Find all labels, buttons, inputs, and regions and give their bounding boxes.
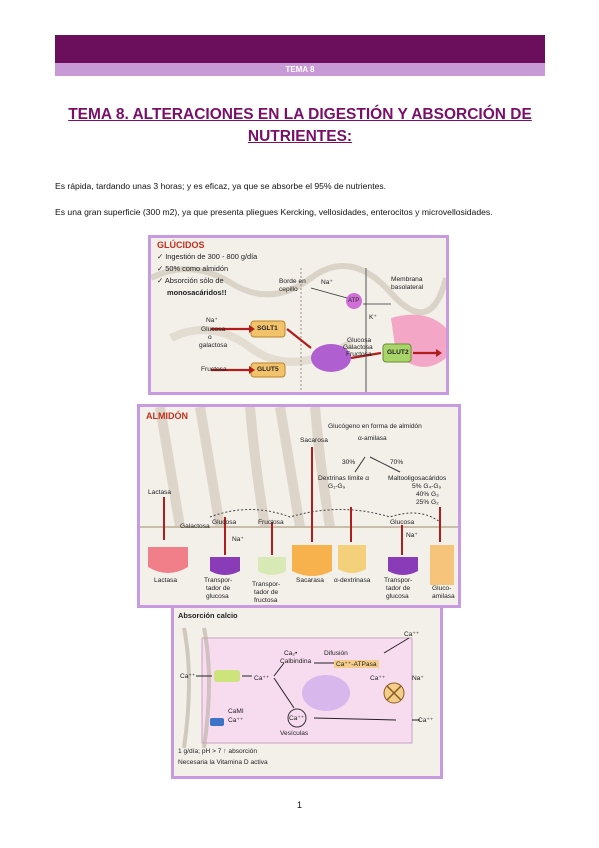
label-transp-glucosa-3b: tador de [386,585,411,592]
label-calbindina-1: Ca₂• [284,650,298,657]
title-line-2: NUTRIENTES: [247,128,353,145]
label-calmi-1: CaMI [228,708,244,715]
figure-glucidos: GLÚCIDOS ✓ Ingestión de 300 - 800 g/día … [148,235,449,395]
label-ca-in: Ca⁺⁺ [180,673,196,680]
label-transp-glucosa-1c: glucosa [206,593,229,600]
figure-almidon: ALMIDÓN Glucógeno en forma de almidón α-… [137,404,461,608]
label-basolateral: basolateral [391,284,424,291]
label-gluco-1: Gluco- [432,585,452,592]
label-na-left: Na⁺ [206,317,218,324]
label-ca-top: Ca⁺⁺ [404,631,420,638]
label-malto-3: 25% G₂ [416,499,439,506]
label-atpasa: Ca⁺⁺-ATPasa [334,660,379,668]
figure-calcio-illustration [182,627,420,749]
label-fructosa-left: Fructosa [201,366,227,373]
label-sglt1: SGLT1 [257,325,278,332]
label-alfa-dextrinasa: α-dextrinasa [334,577,371,584]
label-transp-glucosa-3c: glucosa [386,593,409,600]
bullet-almidon: ✓ 50% como almidón [157,264,229,273]
label-glut2: GLUT2 [387,349,409,356]
bullet-almidon-text: 50% como almidón [165,264,229,273]
label-glut5: GLUT5 [257,366,279,373]
bullet-absorcion: ✓ Absorción sólo de [157,276,224,285]
footnote-1: 1 g/día; pH > 7 ↑ absorción [178,748,257,755]
label-cepillo: cepillo [279,286,298,293]
label-transp-glucosa-1a: Transpor- [204,577,233,584]
label-calmi-2: Ca⁺⁺ [228,717,244,724]
page-number: 1 [296,800,302,810]
label-transp-fructosa-a: Transpor- [252,581,281,588]
label-transp-glucosa-1b: tador de [206,585,231,592]
paragraph-2: Es una gran superficie (300 m2), ya que … [55,207,493,217]
label-oval-fructosa: Fructosa [346,351,372,358]
label-vesiculas: Vesículas [280,730,309,737]
label-fructosa: Fructosa [258,519,284,526]
label-na-2: Na⁺ [406,532,418,539]
label-ca-ves: Ca⁺⁺ [289,715,305,722]
label-lactasa: Lactasa [154,577,178,584]
label-na-top: Na⁺ [321,279,333,286]
label-transp-fructosa-b: tador de [254,589,279,596]
label-dextrinas-sub: G₁-G₉ [328,483,346,490]
label-membrana: Membrana [391,276,423,283]
label-malto: Maltooligosacáridos [388,475,447,482]
label-galactosa: galactosa [199,342,228,349]
label-k: K⁺ [369,314,377,321]
label-glucosa-1: Glucosa [212,519,237,526]
label-transp-glucosa-3a: Transpor- [384,577,413,584]
label-70: 70% [390,459,404,466]
label-atp: ATP [348,298,360,304]
figure-calcio-heading: Absorción calcio [178,611,238,620]
label-glucogeno: Glucógeno en forma de almidón [328,423,422,430]
label-oval-galactosa: Galactosa [343,344,373,351]
page-title: TEMA 8. ALTERACIONES EN LA DIGESTIÓN Y A… [55,104,545,148]
label-glucosa-2: Glucosa [390,519,415,526]
bullet-absorcion-text: Absorción sólo de [164,276,224,285]
figure-glucidos-heading: GLÚCIDOS [157,240,205,250]
label-calbindina-2: Calbindina [280,658,312,665]
label-galactosa: Galactosa [180,523,210,530]
figure-calcio: Absorción calcio Ca⁺⁺ Ca₂• Calbindina Di… [171,605,443,779]
label-alfa-amilasa: α-amilasa [358,435,387,442]
paragraph-1: Es rápida, tardando unas 3 horas; y es e… [55,181,387,191]
footnote-2: Necesaria la Vitamina D activa [178,759,268,766]
label-borde: Borde en [279,278,306,285]
label-ca-mid: Ca⁺⁺ [254,675,270,682]
label-na: Na⁺ [412,675,424,682]
header-section-label: TEMA 8 [55,63,545,76]
label-malto-1: 5% G₄-G₉ [412,483,442,490]
bullet-ingestion-text: Ingestión de 300 - 800 g/día [165,252,258,261]
label-na-1: Na⁺ [232,536,244,543]
header-bar [55,35,545,63]
label-gluco-2: amilasa [432,593,455,600]
label-sacarasa: Sacarasa [296,577,324,584]
bullet-ingestion: ✓ Ingestión de 300 - 800 g/día [157,252,258,261]
bullet-monosacaridos: monosacáridos!! [167,288,227,297]
label-ca-out: Ca⁺⁺ [418,717,434,724]
figure-almidon-heading: ALMIDÓN [146,411,188,421]
label-difusion: Difusión [324,650,348,657]
label-o: o [208,334,212,341]
label-30: 30% [342,459,356,466]
label-transp-fructosa-c: fructosa [254,597,278,604]
label-glucosa: Glucosa [201,326,226,333]
label-malto-2: 40% G₃ [416,491,439,498]
title-line-1: TEMA 8. ALTERACIONES EN LA DIGESTIÓN Y A… [68,106,532,123]
label-dextrinas: Dextrinas límite α [318,475,370,482]
figure-glucidos-illustration [151,263,446,392]
label-sacarosa-top: Sacarosa [300,437,328,444]
label-ca-right: Ca⁺⁺ [370,675,386,682]
label-lactasa-top: Lactasa [148,489,172,496]
figure-almidon-illustration [140,407,458,585]
label-oval-glucosa: Glucosa [347,337,372,344]
